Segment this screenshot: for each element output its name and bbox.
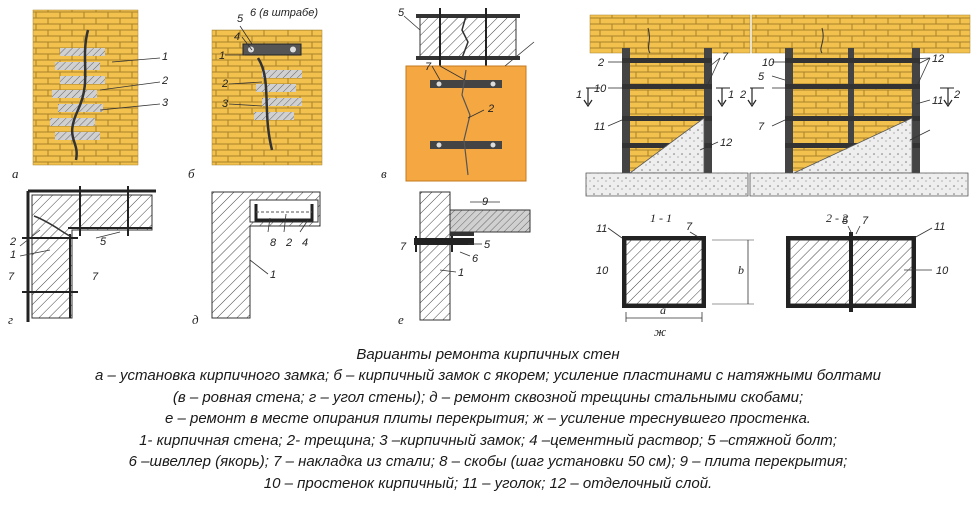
panel-a-letter: а (12, 166, 19, 181)
repair-diagram: а 1 2 3 б 5 4 1 2 3 6 (в штрабе) (8, 7, 971, 339)
panel-e-num-5: 5 (484, 239, 491, 251)
panel-zh-cut-2-right: 2 (953, 89, 960, 101)
panel-e-num-1: 1 (458, 267, 464, 279)
panel-b-letter: б (188, 166, 195, 181)
section-1-1-num-10: 10 (596, 265, 609, 277)
section-2-2-num-11: 11 (934, 221, 945, 233)
panel-g-num-7b: 7 (92, 271, 99, 283)
panel-g (19, 186, 156, 322)
panel-e (414, 191, 531, 321)
panel-v-num-5: 5 (398, 7, 405, 19)
section-2-2-num-10: 10 (936, 265, 949, 277)
panel-e-num-6: 6 (472, 253, 479, 265)
panel-zh-left-num-10: 10 (594, 83, 607, 95)
panel-d-num-8: 8 (270, 237, 277, 249)
panel-zh-right-num-2: 10 (762, 57, 775, 69)
panel-e-letter: е (398, 312, 404, 327)
panel-b-num-3: 3 (222, 98, 229, 110)
panel-b-num-2: 2 (221, 78, 228, 90)
panel-zh-cut-2-left: 2 (739, 89, 746, 101)
section-2-2 (786, 225, 933, 312)
panel-zh-letter: ж (654, 324, 666, 339)
panel-zh-left-num-11: 11 (594, 121, 605, 133)
panel-zh-right-num-7: 12 (932, 53, 944, 65)
caption-line-1: а – установка кирпичного замка; б – кирп… (95, 367, 881, 384)
section-1-1 (607, 227, 754, 322)
panel-v-num-7: 7 (425, 61, 432, 73)
panel-d-num-4: 4 (302, 237, 308, 249)
caption-line-4: 1- кирпичная стена; 2- трещина; 3 –кирпи… (139, 431, 837, 449)
panel-g-num-1: 1 (10, 249, 16, 261)
panel-a-num-3: 3 (162, 97, 169, 109)
caption-line-3: е – ремонт в месте опирания плиты перекр… (165, 410, 811, 427)
caption-line-5: 6 –швеллер (якорь); 7 – накладка из стал… (128, 453, 848, 470)
panel-a-num-1: 1 (162, 51, 168, 63)
panel-g-num-2: 2 (9, 236, 16, 248)
section-2-2-num-5: 5 (842, 215, 849, 227)
panel-v-num-2: 2 (487, 103, 494, 115)
panel-zh-elevation-left (583, 14, 751, 197)
panel-g-num-7a: 7 (8, 271, 15, 283)
caption-line-2: (в – ровная стена; г – угол стены); д – … (172, 388, 804, 406)
panel-zh-right-num-11: 7 (758, 121, 765, 133)
panel-b-num-4: 4 (234, 31, 240, 43)
panel-d-num-2: 2 (285, 237, 292, 249)
panel-zh-left-num-7: 7 (722, 51, 729, 63)
section-2-2-num-7: 7 (862, 215, 869, 227)
caption: Варианты ремонта кирпичных стен а – уста… (0, 344, 976, 494)
panel-a-num-2: 2 (161, 75, 168, 87)
panel-b-note: 6 (в штрабе) (250, 7, 318, 19)
panel-b (211, 25, 323, 166)
panel-zh-cut-1-left: 1 (576, 89, 582, 101)
panel-zh-cut-1-right: 1 (728, 89, 734, 101)
panel-zh-right-num-5: 11 (932, 95, 943, 107)
panel-g-letter: г (8, 312, 13, 327)
panel-b-num-5: 5 (237, 13, 244, 25)
panel-v-letter: в (381, 166, 387, 181)
panel-d-num-1: 1 (270, 269, 276, 281)
section-1-1-label: 1 - 1 (650, 211, 672, 225)
caption-title: Варианты ремонта кирпичных стен (356, 346, 620, 363)
panel-b-num-1: 1 (219, 50, 225, 62)
panel-d (211, 191, 321, 319)
panel-zh-left-num-2: 2 (597, 57, 604, 69)
panel-g-num-5: 5 (100, 236, 107, 248)
panel-e-num-9: 9 (482, 196, 488, 208)
caption-line-6: 10 – простенок кирпичный; 11 – уголок; 1… (263, 474, 713, 492)
section-1-1-num-11: 11 (596, 223, 607, 235)
panel-e-num-7: 7 (400, 241, 407, 253)
section-2-2-label: 2 - 2 (826, 211, 848, 225)
section-1-1-dim-b: b (738, 263, 744, 277)
panel-zh-left-num-12: 12 (720, 137, 732, 149)
panel-v (403, 8, 535, 182)
panel-zh-right-num-10: 5 (758, 71, 765, 83)
panel-zh-elevation-right (747, 14, 971, 197)
section-1-1-dim-a: а (660, 303, 666, 317)
panel-d-letter: д (192, 312, 199, 327)
panel-a (32, 9, 161, 166)
section-1-1-num-7: 7 (686, 221, 693, 233)
